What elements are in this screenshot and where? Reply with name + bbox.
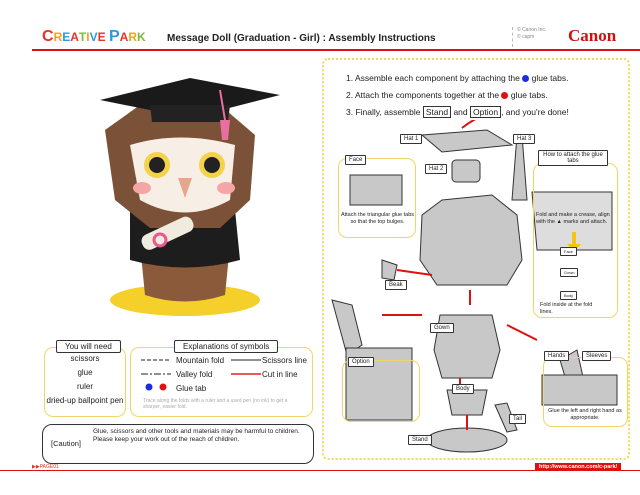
assembly-steps: 1. Assemble each component by attaching … [346,70,569,121]
logo-letter: E [97,30,106,44]
label-tail: Tail [509,414,527,424]
step-3: 3. Finally, assemble Stand and Option, a… [346,106,569,118]
blue-glue-dot-icon [522,75,530,83]
label-gown: Gown [430,323,454,333]
valley-fold-label: Valley fold [176,370,213,379]
glue-tab-label: Glue tab [176,384,207,393]
page-number: ▶▶PAGE01 [32,464,59,470]
label-sleeves: Sleeves [582,351,612,361]
footer-divider [0,470,640,471]
caution-box: [Caution] Glue, scissors and other tools… [42,424,314,464]
need-item: ruler [76,382,93,391]
red-glue-dot-icon [501,92,509,100]
label-stand: Stand [408,435,432,445]
logo-letter: K [137,30,146,44]
scissors-line-label: Scissors line [262,356,307,365]
you-will-need-box: scissors glue ruler dried-up ballpoint p… [44,347,126,417]
red-glue-dot-icon [159,383,167,391]
page-title: Message Doll (Graduation - Girl) : Assem… [167,33,436,44]
logo-letter: A [119,30,129,44]
logo-letter: R [128,30,137,44]
mountain-fold-label: Mountain fold [176,356,225,365]
logo-letter: C [42,28,54,45]
fold-tip: Trace along the folds with a ruler and a… [143,398,288,410]
label-beak: Beak [385,280,407,290]
logo-letter: P [108,28,120,45]
face-callout [338,158,416,238]
option-callout [342,360,420,422]
header-divider [32,49,640,51]
label-hands: Hands [544,351,570,361]
caution-text: Glue, scissors and other tools and mater… [93,428,300,443]
need-item: glue [77,368,93,377]
blue-glue-dot-icon [145,383,153,391]
face-note: Attach the triangular glue tabs so that … [340,212,415,225]
assembly-panel [322,58,630,460]
creative-park-logo[interactable]: CREATIVE PARK [42,27,146,47]
label-hat-3: Hat 3 [513,134,536,144]
step-1: 1. Assemble each component by attaching … [346,73,569,83]
you-will-need-title: You will need [56,340,121,353]
logo-letter: E [62,30,71,44]
need-item: scissors [70,354,100,363]
logo-letter: I [86,30,90,44]
howto-note-1: Fold and make a crease, align with the ▲… [536,212,610,225]
label-option: Option [348,357,374,367]
label-hat-2: Hat 2 [425,164,448,174]
howto-gown: Gown [560,268,579,277]
logo-letter: V [89,30,98,44]
howto-note-2: Fold inside at the fold lines. [540,302,593,315]
need-item: dried-up ballpoint pen [46,396,124,405]
cut-line-label: Cut in line [262,370,298,379]
assembly-diagram [331,120,618,453]
canon-logo[interactable]: Canon [568,26,617,45]
howto-body: Body [560,291,578,300]
howto-title: How to attach the glue tabs [538,150,608,166]
logo-letter: A [70,30,79,44]
owl-doll-image [100,78,280,316]
label-body: Body [452,384,474,394]
logo-letter: T [78,30,87,44]
label-hat-1: Hat 1 [400,134,423,144]
caution-label: [Caution] [51,439,82,448]
label-face: Face [345,155,367,165]
hands-note: Glue the left and right hand as appropri… [548,408,622,421]
howto-face: Face [560,247,577,256]
step-2: 2. Attach the components together at the… [346,90,548,100]
site-url-link[interactable]: http://www.canon.com/c-park/ [535,463,622,471]
symbols-title: Explanations of symbols [174,340,279,353]
copyright: © Canon Inc.© capm [512,27,546,47]
logo-letter: R [53,30,63,44]
